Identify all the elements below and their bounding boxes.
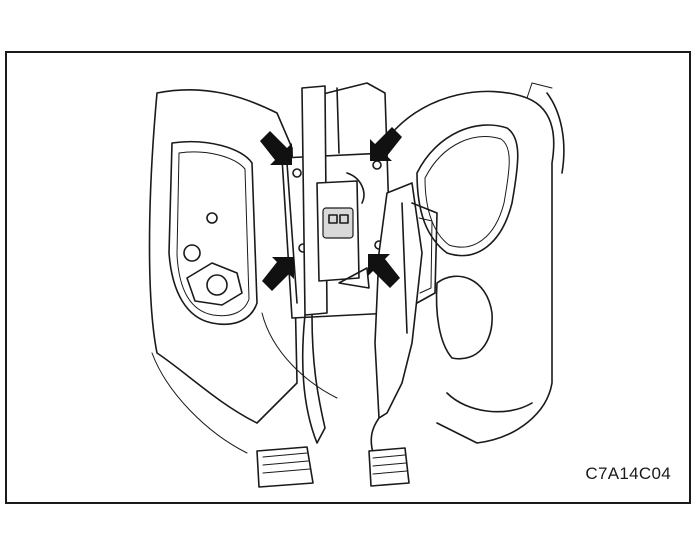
- arrow-upper-left: [260, 131, 292, 165]
- arrow-upper-right: [370, 127, 402, 161]
- pedal-assembly-illustration: [148, 82, 565, 488]
- right-panel: [391, 82, 565, 444]
- figure-code: C7A14C04: [585, 464, 671, 483]
- bolt-upper-left: [292, 168, 302, 178]
- brake-pedal-arm: [368, 182, 438, 487]
- pointer-arrows: [260, 127, 402, 291]
- figure-frame: C7A14C04: [5, 51, 691, 504]
- clutch-pedal-pad: [256, 446, 314, 488]
- clutch-pedal-arm: [256, 85, 328, 488]
- arrow-lower-right: [368, 254, 400, 288]
- pedal-switch: [316, 172, 370, 289]
- brake-pedal-pad: [368, 447, 410, 487]
- arrow-lower-left: [262, 257, 294, 291]
- left-panel: [148, 88, 338, 454]
